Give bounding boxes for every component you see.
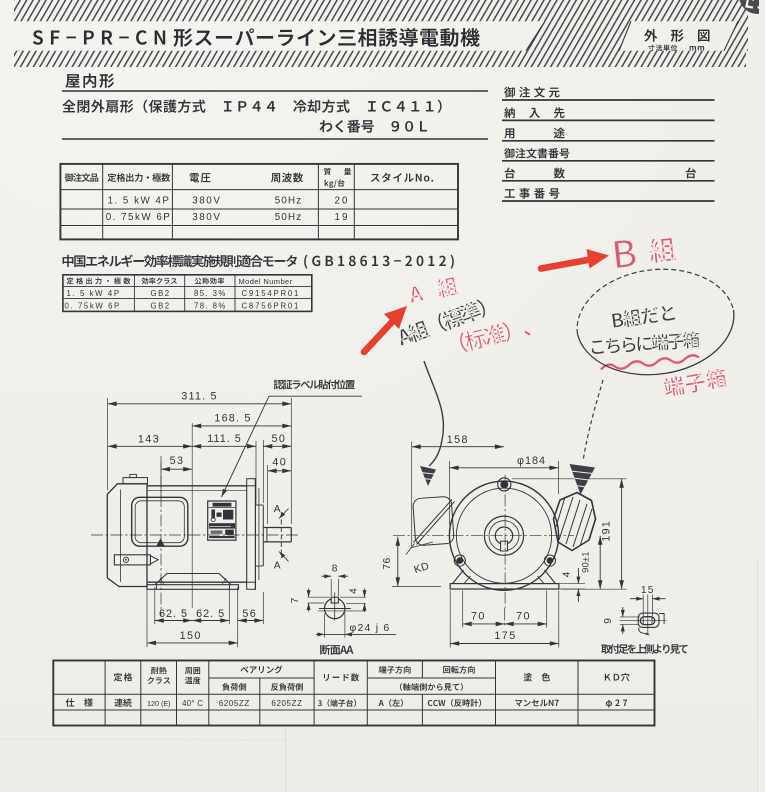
svg-text:50: 50 — [271, 433, 286, 445]
svg-text:KD: KD — [412, 560, 431, 576]
svg-text:6205ZZ: 6205ZZ — [271, 699, 302, 708]
svg-text:0. 75kW 6P: 0. 75kW 6P — [106, 212, 172, 223]
svg-text:Model Number: Model Number — [239, 277, 293, 286]
svg-text:56: 56 — [242, 608, 257, 620]
svg-text:19: 19 — [335, 212, 350, 223]
svg-text:4: 4 — [348, 588, 359, 594]
svg-text:111. 5: 111. 5 — [207, 433, 241, 445]
svg-text:120 (E): 120 (E) — [147, 699, 171, 708]
svg-text:4: 4 — [561, 571, 572, 577]
svg-text:380V: 380V — [192, 196, 221, 207]
svg-text:C9154PR01: C9154PR01 — [242, 289, 301, 298]
svg-text:85. 3%: 85. 3% — [194, 289, 227, 298]
svg-text:40° C: 40° C — [182, 699, 203, 708]
svg-text:62. 5: 62. 5 — [159, 608, 188, 620]
svg-text:168. 5: 168. 5 — [214, 412, 251, 424]
svg-text:A: A — [274, 504, 281, 515]
svg-text:70: 70 — [471, 611, 486, 623]
svg-text:6205ZZ: 6205ZZ — [219, 699, 250, 708]
svg-text:78. 8%: 78. 8% — [194, 301, 227, 310]
svg-text:158: 158 — [447, 434, 469, 446]
svg-text:53: 53 — [170, 455, 185, 467]
svg-text:1. 5 kW 4P: 1. 5 kW 4P — [108, 196, 171, 207]
svg-text:50Hz: 50Hz — [275, 196, 303, 207]
svg-text:50Hz: 50Hz — [275, 212, 303, 223]
svg-text:C8756PR01: C8756PR01 — [242, 301, 301, 310]
svg-text:φ184: φ184 — [517, 455, 546, 467]
svg-text:φ24 j 6: φ24 j 6 — [350, 622, 391, 634]
svg-text:70: 70 — [516, 611, 531, 623]
svg-text:1. 5 kW 4P: 1. 5 kW 4P — [67, 289, 121, 298]
svg-text:90±1: 90±1 — [581, 551, 591, 573]
svg-text:175: 175 — [494, 630, 516, 642]
svg-text:GB2: GB2 — [151, 301, 171, 310]
svg-text:0. 75kW 6P: 0. 75kW 6P — [65, 301, 121, 310]
svg-text:GB2: GB2 — [151, 289, 171, 298]
svg-text:15: 15 — [641, 585, 655, 596]
svg-text:62. 5: 62. 5 — [196, 608, 225, 620]
svg-text:311. 5: 311. 5 — [181, 391, 217, 403]
svg-text:76: 76 — [382, 557, 393, 569]
svg-text:A: A — [274, 561, 281, 572]
svg-text:40: 40 — [272, 456, 287, 468]
svg-text:191: 191 — [601, 520, 613, 542]
svg-text:380V: 380V — [192, 212, 221, 223]
svg-text:143: 143 — [138, 434, 160, 446]
svg-text:9: 9 — [603, 618, 614, 624]
svg-text:150: 150 — [180, 630, 202, 642]
svg-text:20: 20 — [335, 196, 350, 207]
svg-text:7: 7 — [290, 597, 301, 603]
svg-text:8: 8 — [332, 564, 338, 575]
